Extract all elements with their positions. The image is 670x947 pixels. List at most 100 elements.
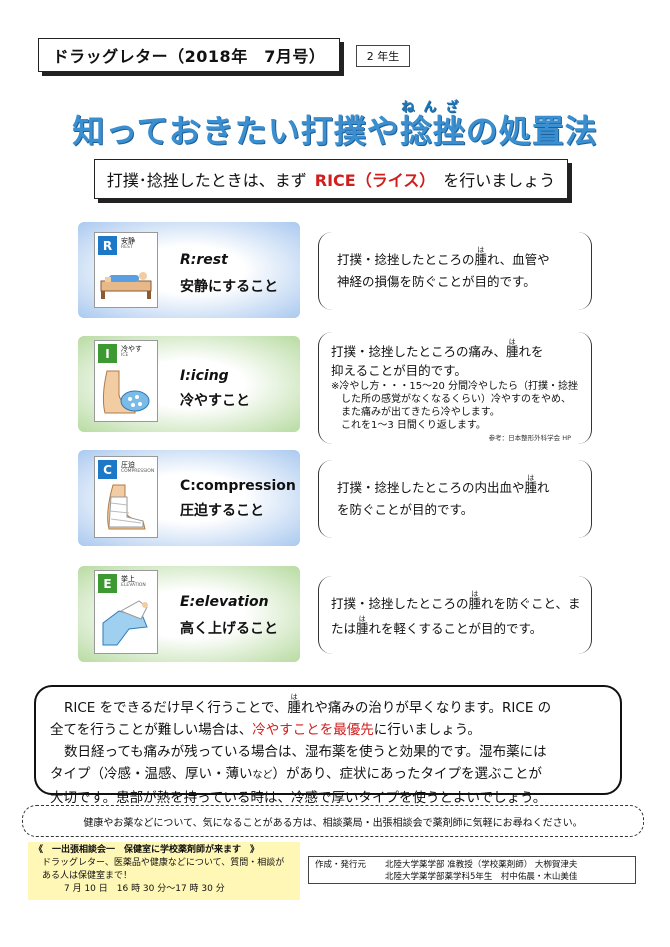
icing-letter-badge: I	[98, 344, 117, 363]
icing-desc-a: 打撲・捻挫したところの痛み、	[331, 344, 507, 359]
compression-jp: 圧迫すること	[180, 503, 264, 519]
compression-card-eng: COMPRESSION	[121, 469, 155, 474]
event-line2: ある人は保健室まで！	[42, 871, 133, 881]
icing-card-eng: ICE	[121, 353, 129, 358]
icing-jp: 冷やすこと	[180, 393, 250, 409]
rest-desc-line1: 打撲・捻挫したところの腫はれ、血管や	[337, 246, 591, 271]
compression-desc-line1: 打撲・捻挫したところの内出血や腫はれ	[337, 474, 591, 499]
icing-name: I:icing	[180, 368, 229, 384]
elevation-jp: 高く上げること	[180, 621, 278, 637]
summary-line1: RICE をできるだけ早く行うことで、腫はれや痛みの治りが早くなります。RICE…	[50, 693, 606, 719]
icing-desc-line1: 打撲・捻挫したところの痛み、腫はれを	[331, 338, 591, 362]
summary-l1b-ruby: は	[287, 693, 301, 701]
icing-note3: また痛みが出てきたら冷やします。	[341, 407, 500, 418]
grade-label: 2 年生	[356, 45, 410, 67]
summary-l4b: ）があり、症状にあったタイプを選ぶことが	[272, 766, 542, 782]
rest-card-eng: REST	[121, 245, 133, 250]
summary-line3: 数日経っても痛みが残っている場合は、湿布薬を使うと効果的です。湿布薬には	[64, 744, 547, 760]
summary-l1a: RICE をできるだけ早く行うことで、	[64, 700, 288, 716]
subtitle-post: を行いましょう	[443, 171, 556, 190]
title-kanji: 捻挫	[399, 112, 466, 150]
elevation-card-eng: ELEVATION	[121, 583, 146, 588]
summary-l4-small: など	[252, 770, 273, 781]
summary-l1b: 腫	[287, 700, 301, 716]
publisher-label: 作成・発行元	[315, 860, 367, 870]
elevation-card-kanji: 挙上	[121, 575, 135, 583]
subtitle-pre: 打撲･捻挫したときは、まず	[106, 171, 307, 190]
page-title: 知っておきたい打撲や捻挫ねんざの処置法	[0, 100, 670, 152]
icing-desc-c: れを	[518, 344, 544, 359]
elevation-desc-2b: 腫	[356, 621, 369, 636]
icing-ref: 参考：日本整形外科学会 HP	[488, 434, 571, 442]
issue-label: ドラッグレター（2018年 7月号）	[38, 38, 340, 72]
icing-note4: これを1～3 日間くり返します。	[341, 420, 486, 431]
summary-box: RICE をできるだけ早く行うことで、腫はれや痛みの治りが早くなります。RICE…	[34, 685, 622, 806]
publisher-box: 作成・発行元 北陸大学薬学部 准教授（学校薬剤師） 大栁賀津夫 北陸大学薬学部薬学…	[308, 856, 636, 884]
elevation-desc-line1: 打撲・捻挫したところの腫はれを防ぐこと、ま	[331, 590, 591, 615]
publisher-line1: 北陸大学薬学部 准教授（学校薬剤師） 大栁賀津夫	[385, 860, 578, 870]
rest-desc-box: 打撲・捻挫したところの腫はれ、血管や 神経の損傷を防ぐことが目的です。	[318, 232, 592, 310]
icing-note1: ※冷やし方・・・15～20 分間冷やしたら（打撲・捻挫	[331, 381, 579, 392]
publisher-line2: 北陸大学薬学部薬学科5年生 村中佑晨・木山美佳	[385, 872, 578, 882]
event-line3: 7 月 10 日 16 時 30 分～17 時 30 分	[64, 884, 225, 894]
elevated-arm-icon	[102, 600, 148, 646]
rest-name: R:rest	[180, 252, 228, 268]
elevation-letter-badge: E	[98, 574, 117, 593]
subtitle-highlight: RICE（ライス）	[314, 171, 436, 190]
elevation-desc-a: 打撲・捻挫したところの	[331, 596, 469, 611]
icing-desc-line2: 抑えることが目的です。	[331, 363, 467, 378]
rest-desc-line2: 神経の損傷を防ぐことが目的です。	[337, 274, 536, 289]
consult-notice: 健康やお薬などについて、気になることがある方は、相談薬局・出張相談会で薬剤師に気…	[22, 805, 644, 837]
compression-card-kanji: 圧迫	[121, 461, 135, 469]
title-part2: の処置法	[465, 112, 598, 150]
rest-desc-ruby: は	[474, 246, 488, 254]
rest-letter-badge: R	[98, 236, 117, 255]
rest-desc-c: れ、血管や	[487, 252, 550, 267]
elevation-desc-2c: れを軽くすることが目的です。	[368, 621, 543, 636]
compression-desc-box: 打撲・捻挫したところの内出血や腫はれ を防ぐことが目的です。	[318, 460, 592, 538]
title-part1: 知っておきたい打撲や	[72, 112, 400, 150]
ice-pack-icon	[102, 370, 150, 414]
summary-line2: 全てを行うことが難しい場合は、冷やすことを最優先に行いましょう。	[50, 719, 606, 741]
title-kanji-ruby: 捻挫ねんざ	[399, 100, 466, 150]
elevation-desc-c: れを防ぐこと、ま	[481, 596, 581, 611]
icing-desc-b: 腫	[506, 344, 519, 359]
compression-desc-a: 打撲・捻挫したところの内出血や	[337, 480, 525, 495]
summary-line4: タイプ（冷感・温感、厚い・薄いなど）があり、症状にあったタイプを選ぶことが	[50, 763, 606, 787]
elevation-desc-2b-ruby: は	[356, 615, 369, 623]
event-line1: ドラッグレター、医薬品や健康などについて、質問・相談が	[42, 858, 285, 868]
elevation-card: E 挙上 ELEVATION	[94, 570, 158, 654]
rest-desc-b: 腫	[474, 252, 488, 267]
summary-l2a: 全てを行うことが難しい場合は、	[50, 722, 253, 738]
summary-l1c: れや痛みの治りが早くなります。RICE の	[300, 700, 552, 716]
compression-letter-badge: C	[98, 460, 117, 479]
elevation-desc-b: 腫	[468, 596, 482, 611]
compression-desc-line2: を防ぐことが目的です。	[337, 502, 474, 517]
summary-l2-highlight: 冷やすことを最優先	[252, 722, 374, 738]
icing-desc-ruby: は	[506, 338, 519, 346]
compression-card: C 圧迫 COMPRESSION	[94, 456, 158, 538]
rest-card-kanji: 安静	[121, 237, 135, 245]
rest-desc-a: 打撲・捻挫したところの	[337, 252, 475, 267]
icing-card-kanji: 冷やす	[121, 345, 142, 353]
subtitle-box: 打撲･捻挫したときは、まず RICE（ライス） を行いましょう	[94, 159, 568, 199]
bandaged-foot-icon	[107, 484, 146, 530]
compression-desc-b: 腫	[524, 480, 538, 495]
elevation-name: E:elevation	[180, 594, 269, 610]
compression-name: C:compression	[180, 478, 296, 494]
elevation-desc-2a: たは	[331, 621, 357, 636]
rest-card: R 安静 REST	[94, 232, 158, 308]
summary-l4a: タイプ（冷感・温感、厚い・薄い	[50, 766, 253, 782]
summary-line5: 大切です。患部が熱を持っている時は、冷感で厚いタイプを使うとよいでしょう。	[50, 790, 547, 806]
compression-desc-ruby: は	[524, 474, 538, 482]
bed-rest-icon	[100, 272, 152, 299]
elevation-desc-line2: たは腫はれを軽くすることが目的です。	[331, 615, 591, 640]
summary-l2b: に行いましょう。	[373, 722, 481, 738]
event-title: 《 一出張相談会一 保健室に学校薬剤師が来ます 》	[34, 845, 260, 855]
title-ruby: ねんざ	[399, 100, 466, 115]
elevation-desc-box: 打撲・捻挫したところの腫はれを防ぐこと、ま たは腫はれを軽くすることが目的です。	[318, 576, 592, 654]
icing-card: I 冷やす ICE	[94, 340, 158, 422]
icing-desc-box: 打撲・捻挫したところの痛み、腫はれを 抑えることが目的です。 ※冷やし方・・・1…	[318, 332, 592, 444]
rest-jp: 安静にすること	[180, 279, 279, 295]
elevation-desc-ruby: は	[468, 590, 482, 598]
